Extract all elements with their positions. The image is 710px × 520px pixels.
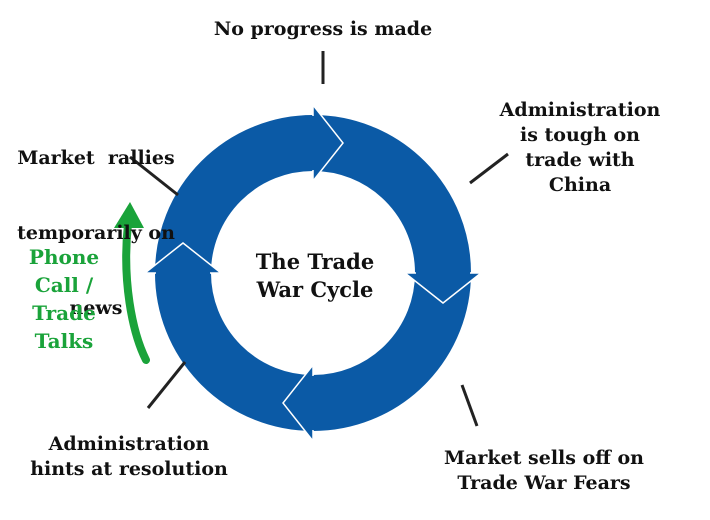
title-line-1: The Trade xyxy=(255,249,375,274)
green-up-arrow xyxy=(122,220,150,364)
diagram-title: The Trade War Cycle xyxy=(240,248,390,304)
stage-label-administration-tough: Administration is tough on trade with Ch… xyxy=(499,99,661,196)
stage-label-market-sells-off: Market sells off on Trade War Fears xyxy=(444,447,644,494)
title-line-2: War Cycle xyxy=(256,277,374,302)
connector-bottom-left xyxy=(146,361,187,409)
connector-top-left xyxy=(129,155,179,197)
cycle-arrowheads xyxy=(142,102,484,444)
side-note-phone-call-trade-talks: Phone Call / Trade Talks xyxy=(28,245,100,353)
stage-label-no-progress: No progress is made xyxy=(213,18,433,40)
connector-bottom-right xyxy=(460,384,479,427)
stage-label-market-rallies: Market rallies temporarily on news xyxy=(17,147,175,319)
connector-right xyxy=(469,152,509,185)
green-arrow-head-icon xyxy=(114,202,144,228)
stage-label-administration-hints: Administration hints at resolution xyxy=(30,433,228,480)
